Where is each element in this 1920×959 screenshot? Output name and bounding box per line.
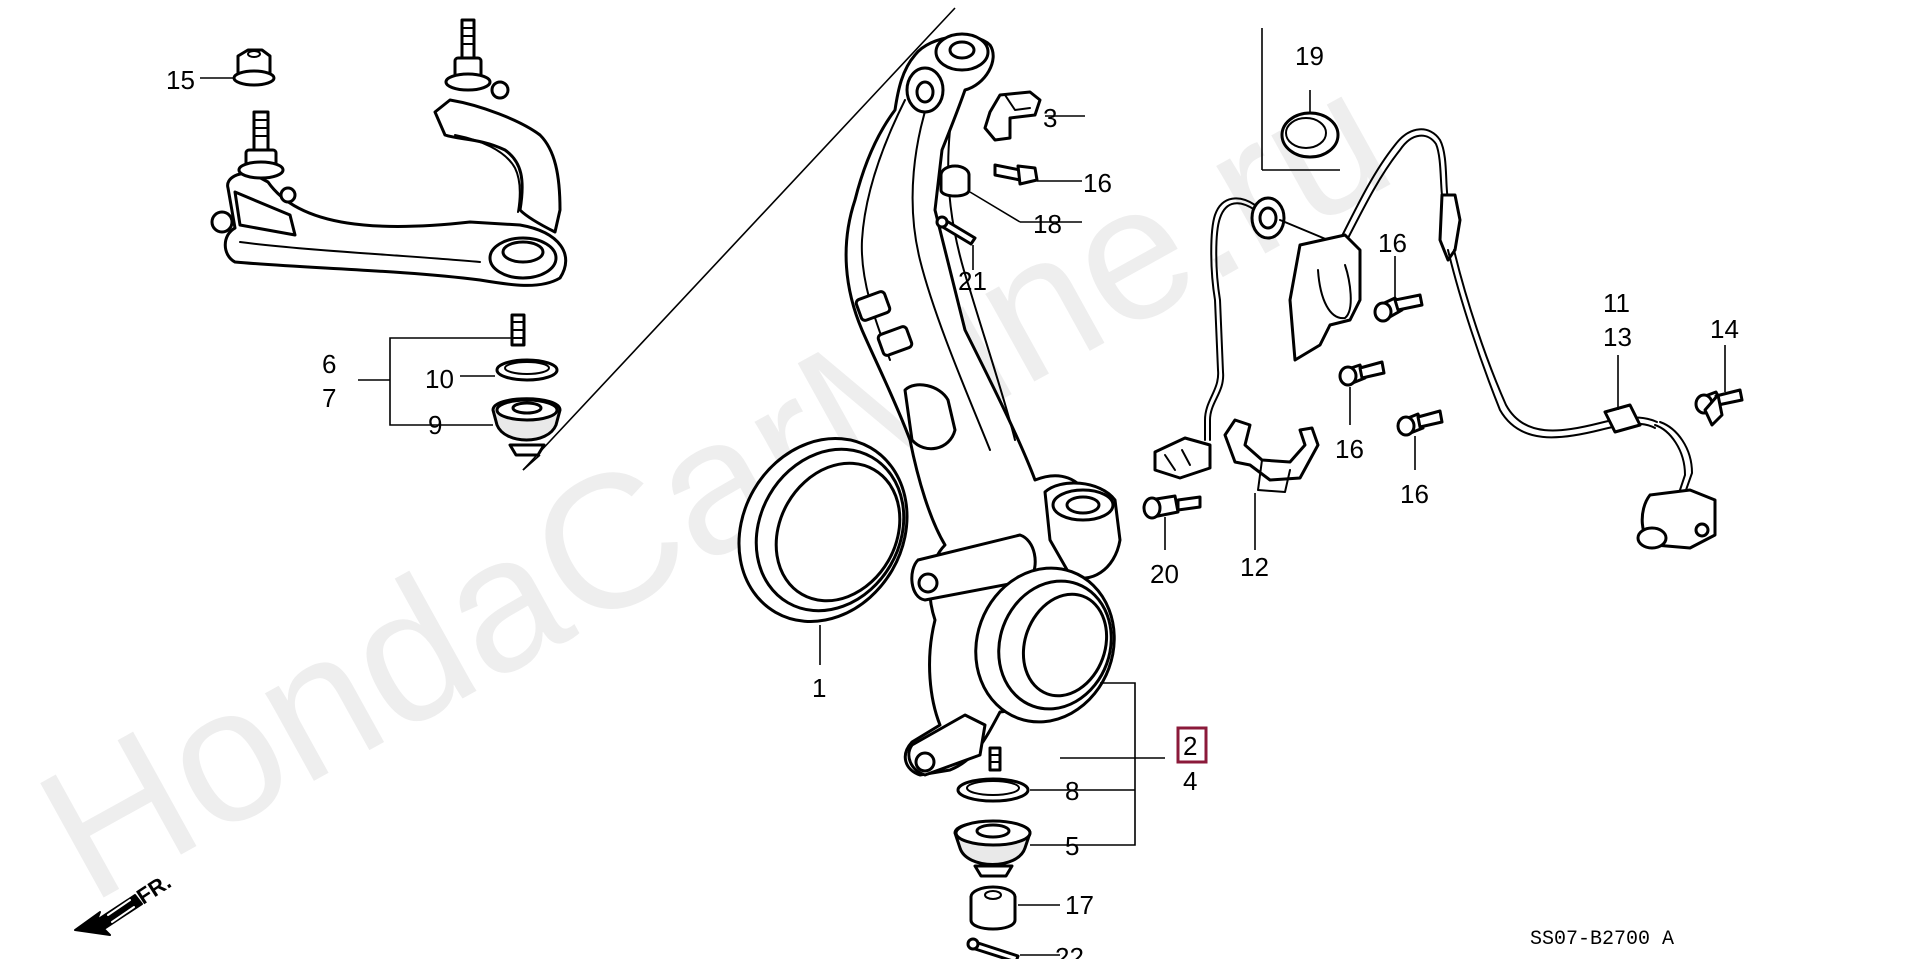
callout-4[interactable]: 4 — [1183, 766, 1197, 796]
front-direction-arrow-icon — [74, 894, 143, 936]
callout-20[interactable]: 20 — [1150, 559, 1179, 589]
callout-14[interactable]: 14 — [1710, 314, 1739, 344]
callout-5[interactable]: 5 — [1065, 831, 1079, 861]
callout-15[interactable]: 15 — [166, 65, 195, 95]
part-22-cotter-pin[interactable] — [966, 937, 1020, 959]
callout-11[interactable]: 11 — [1603, 288, 1630, 318]
callout-7[interactable]: 7 — [322, 383, 336, 413]
callout-16-right-b[interactable]: 16 — [1335, 434, 1364, 464]
part-19-grommet[interactable] — [1280, 111, 1340, 159]
callout-1[interactable]: 1 — [812, 673, 826, 703]
callout-3[interactable]: 3 — [1043, 103, 1057, 133]
callout-13[interactable]: 13 — [1603, 322, 1632, 352]
callout-2[interactable]: 2 — [1183, 731, 1197, 761]
part-1-splash-ring[interactable] — [706, 408, 940, 653]
callout-12[interactable]: 12 — [1240, 552, 1269, 582]
part-14-bolt[interactable] — [1694, 388, 1744, 427]
callout-9[interactable]: 9 — [428, 410, 442, 440]
callout-22[interactable]: 22 — [1055, 942, 1084, 959]
diagram-code: SS07-B2700 — [1530, 928, 1650, 951]
part-9-boot[interactable] — [491, 397, 562, 457]
callout-16-right-a[interactable]: 16 — [1378, 228, 1407, 258]
part-3-hose-bracket[interactable] — [983, 90, 1042, 142]
callout-16-center[interactable]: 16 — [1083, 168, 1112, 198]
upper-control-arm[interactable] — [210, 18, 568, 347]
callout-16-right-c[interactable]: 16 — [1400, 479, 1429, 509]
abs-sensor-harness[interactable] — [1153, 128, 1717, 550]
callout-21[interactable]: 21 — [958, 266, 987, 296]
callout-18[interactable]: 18 — [1033, 209, 1062, 239]
diagram-revision: A — [1662, 928, 1674, 951]
part-18-castle-nut[interactable] — [939, 164, 971, 198]
part-16-bolt-right-b[interactable] — [1338, 360, 1386, 387]
part-10-snap-ring[interactable] — [495, 358, 559, 382]
part-16-bolt-right-a[interactable] — [1373, 293, 1424, 323]
callout-8[interactable]: 8 — [1065, 776, 1079, 806]
part-8-snap-ring[interactable] — [956, 777, 1030, 803]
callout-2-highlight-box — [1176, 726, 1208, 764]
part-16-bolt-center[interactable] — [993, 163, 1039, 186]
part-16-bolt-right-c[interactable] — [1396, 409, 1444, 437]
callout-17[interactable]: 17 — [1065, 890, 1094, 920]
part-15-flange-nut[interactable] — [232, 48, 276, 87]
watermark-text: HondaCarMine.ru — [7, 28, 1421, 940]
part-5-boot[interactable] — [953, 819, 1032, 878]
part-17-castle-nut[interactable] — [969, 885, 1017, 931]
part-21-cotter-pin[interactable] — [935, 215, 977, 246]
part-20-bolt[interactable] — [1142, 494, 1202, 520]
callout-19[interactable]: 19 — [1295, 41, 1324, 71]
part-12-sensor-bracket[interactable] — [1223, 418, 1320, 493]
part-2-steering-knuckle[interactable] — [844, 32, 1135, 777]
callout-6[interactable]: 6 — [322, 349, 336, 379]
callout-10[interactable]: 10 — [425, 364, 454, 394]
